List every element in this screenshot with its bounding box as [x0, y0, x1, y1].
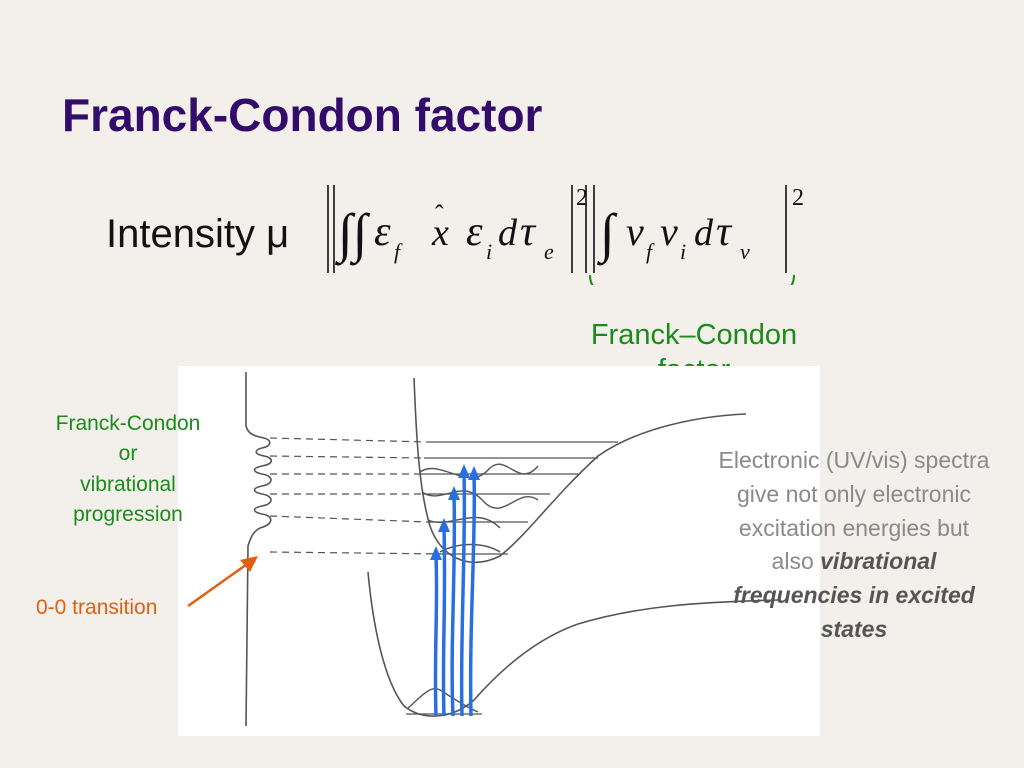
svg-text:τ: τ: [520, 209, 537, 255]
equation-label: Intensity: [106, 212, 255, 256]
svg-text:d: d: [694, 212, 714, 254]
transition-arrows: [433, 473, 477, 717]
svg-text:f: f: [646, 239, 655, 264]
svg-text:ε: ε: [466, 209, 483, 255]
side-note: Electronic (UV/vis) spectra give not onl…: [716, 444, 992, 647]
zero-zero-transition-label: 0-0 transition: [36, 596, 158, 619]
equation-intensity: Intensity μ: [106, 212, 289, 257]
ground-state-curve: [367, 571, 779, 717]
svg-text:ε: ε: [374, 209, 391, 255]
svg-text:v: v: [660, 209, 678, 254]
vibrational-progression-label: Franck-Condon or vibrational progression: [55, 412, 201, 527]
svg-text:∫: ∫: [597, 203, 618, 266]
side-note-text: Electronic (UV/vis) spectra give not onl…: [718, 447, 990, 575]
franck-condon-diagram: [178, 366, 820, 736]
svg-text:ˆ: ˆ: [435, 200, 444, 229]
side-note-emphasis: vibrational frequencies in excited state…: [733, 548, 975, 642]
svg-text:2: 2: [792, 185, 804, 211]
svg-text:e: e: [544, 239, 554, 264]
svg-text:i: i: [680, 239, 686, 264]
svg-text:2: 2: [576, 185, 588, 211]
equation-math: ∫∫ ε f x ˆ ε i d τ e 2 ∫ v f v i d τ v 2: [327, 185, 804, 285]
svg-text:τ: τ: [716, 209, 733, 255]
proportional-symbol: μ: [266, 212, 290, 256]
svg-text:∫∫: ∫∫: [335, 203, 371, 266]
spectrum-trace: [245, 372, 273, 727]
ground-wavefunction: [407, 688, 479, 713]
svg-text:i: i: [486, 239, 492, 264]
slide-title: Franck-Condon factor: [62, 89, 543, 141]
franck-condon-brace: [589, 274, 795, 285]
svg-text:f: f: [394, 239, 403, 264]
excited-state-curve: [413, 377, 747, 564]
svg-text:v: v: [740, 239, 750, 264]
svg-text:x: x: [431, 212, 449, 254]
svg-text:d: d: [498, 212, 518, 254]
svg-text:v: v: [626, 209, 644, 254]
